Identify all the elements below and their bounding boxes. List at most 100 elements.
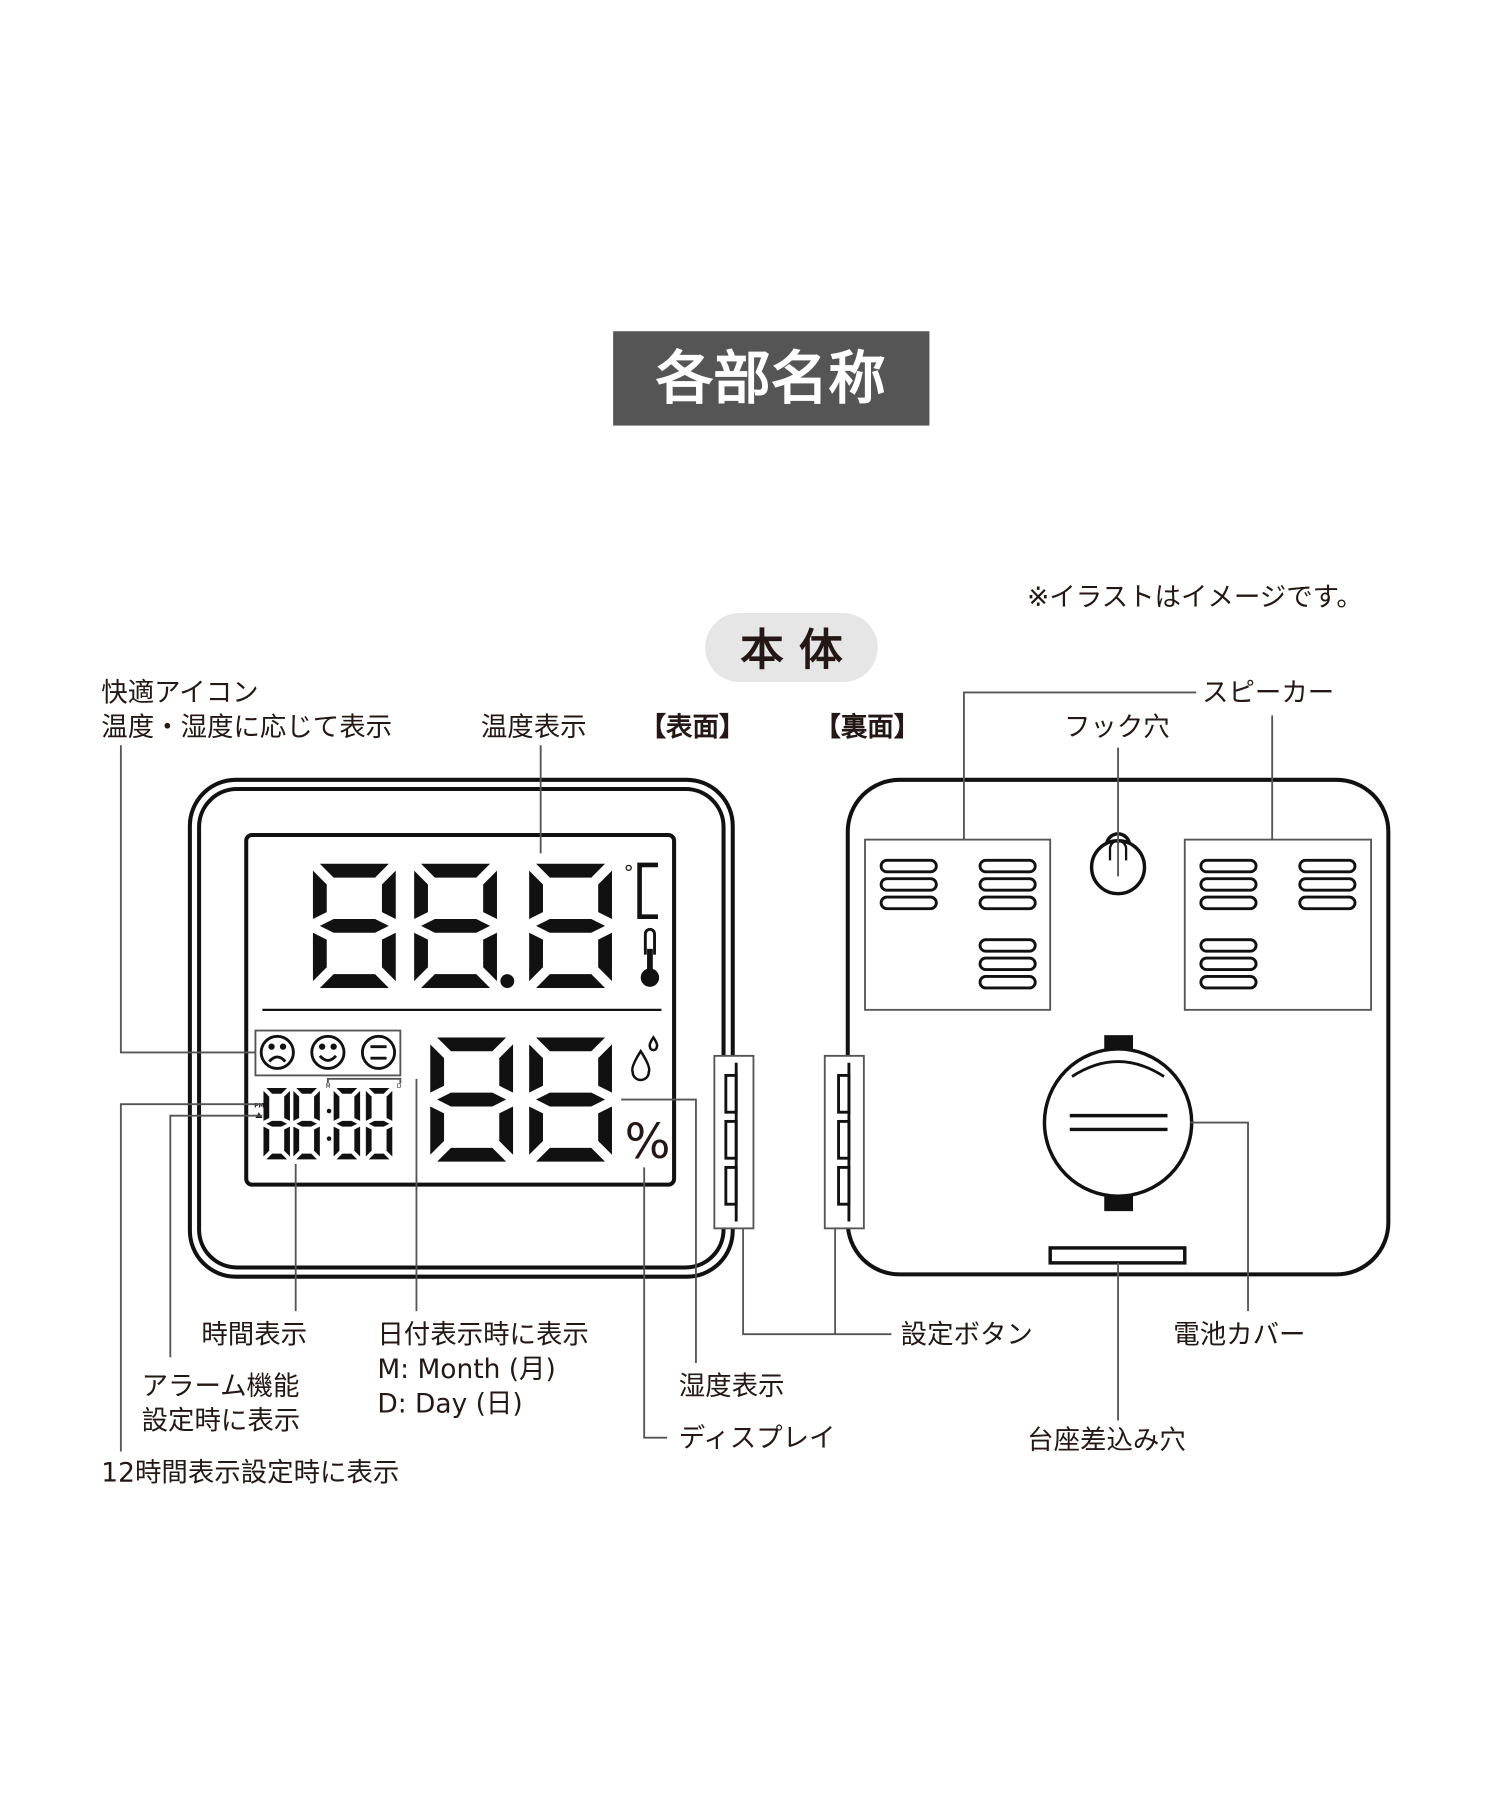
speaker-slot — [978, 895, 1037, 911]
lcd-segment — [421, 974, 491, 988]
lcd-segment — [354, 1090, 361, 1121]
speaker-left — [864, 838, 1052, 1011]
lcd-segment — [499, 1106, 514, 1155]
speaker-slot — [1298, 858, 1357, 874]
front-setting-buttons[interactable] — [724, 1062, 738, 1222]
lcd-segment — [529, 870, 543, 919]
lcd-segment — [381, 932, 396, 982]
back-side-buttons-box — [823, 1054, 865, 1230]
lcd-segment — [266, 1153, 288, 1160]
speaker-slot — [978, 938, 1037, 953]
speaker-slot — [978, 975, 1037, 990]
label-hook-hole: フック穴 — [1064, 712, 1170, 743]
smile-face-icon — [310, 1034, 346, 1070]
lcd-segment — [296, 1153, 317, 1160]
pm-indicator: PM — [254, 1104, 264, 1110]
speaker-slot — [879, 877, 938, 892]
lcd-segment — [598, 1106, 612, 1155]
lcd-segment — [319, 974, 389, 988]
label-display: ディスプレイ — [679, 1423, 836, 1454]
leader-lines — [119, 691, 1274, 1452]
time-colon-dot — [326, 1136, 332, 1141]
illustration-note: ※イラストはイメージです。 — [1027, 582, 1363, 613]
speaker-slot — [1199, 895, 1258, 911]
back-body — [823, 777, 1391, 1277]
page-title: 各部名称 — [656, 345, 886, 412]
speaker-slot — [978, 877, 1037, 892]
lcd-segment — [437, 1037, 507, 1052]
lcd-segment — [421, 863, 491, 878]
speaker-slot — [1298, 877, 1357, 892]
speaker-slot — [1298, 895, 1357, 911]
speaker-slot — [879, 858, 938, 874]
lcd-segment — [365, 1126, 372, 1157]
speaker-right — [1183, 838, 1373, 1011]
lcd-segment — [354, 1126, 361, 1157]
lcd-segment — [598, 1044, 612, 1093]
speaker-slot — [1199, 858, 1258, 874]
lcd-segment — [284, 1090, 290, 1121]
label-date-3: D: Day (日) — [377, 1388, 522, 1419]
lcd-segment — [529, 1044, 543, 1093]
water-drop-icon — [631, 1035, 659, 1082]
lcd-segment — [437, 1147, 507, 1162]
lcd-segment — [414, 932, 428, 982]
lcd-segment — [536, 1092, 606, 1107]
lcd-segment — [266, 1088, 288, 1094]
battery-cover[interactable] — [1042, 1035, 1194, 1212]
decimal-point — [500, 974, 515, 988]
label-temperature-display: 温度表示 — [481, 712, 587, 743]
label-comfort-icon-1: 快適アイコン — [101, 678, 258, 709]
lcd-segment — [312, 870, 327, 919]
lcd-segment — [333, 1090, 340, 1121]
lcd-segment — [293, 1126, 300, 1157]
temperature-digits — [312, 863, 612, 988]
degree-symbol: ° — [623, 861, 633, 885]
month-marker: M — [326, 1084, 331, 1090]
lcd-segment — [336, 1120, 358, 1127]
lcd-segment — [499, 1044, 514, 1093]
back-setting-buttons[interactable] — [837, 1062, 851, 1222]
section-badge-bg — [705, 613, 878, 683]
lcd-segment — [319, 918, 389, 933]
lcd-segment — [333, 1126, 340, 1157]
lcd-segment — [483, 870, 497, 919]
lcd-segment — [483, 932, 497, 982]
speaker-slot — [879, 895, 938, 911]
title-banner — [613, 331, 930, 426]
lcd-segment — [296, 1088, 317, 1094]
lcd-segment — [536, 974, 606, 988]
lcd-segment — [336, 1153, 358, 1160]
lcd-segment — [437, 1092, 507, 1107]
lcd-segment — [314, 1126, 320, 1157]
label-front-view: 【表面】 — [640, 712, 746, 743]
lcd-segment — [293, 1090, 300, 1121]
lcd-segment — [336, 1088, 358, 1094]
stand-slot — [1048, 1246, 1187, 1265]
front-side-buttons-box — [713, 1054, 755, 1230]
label-12-hour: 12時間表示設定時に表示 — [101, 1457, 399, 1488]
lcd-segment — [430, 1106, 445, 1155]
lcd-segment — [536, 1037, 606, 1052]
label-back-view: 【裏面】 — [814, 712, 920, 743]
lcd-segment — [536, 1147, 606, 1162]
lcd-segment — [319, 863, 389, 878]
label-setting-buttons: 設定ボタン — [901, 1319, 1033, 1350]
label-time-display: 時間表示 — [201, 1319, 307, 1350]
speaker-slot — [978, 956, 1037, 972]
lcd-display — [244, 833, 677, 1187]
section-badge: 本 体 — [740, 625, 843, 676]
sad-face-icon — [259, 1034, 295, 1070]
lcd-segment — [296, 1120, 317, 1127]
label-speaker: スピーカー — [1202, 678, 1334, 709]
speaker-slot — [1199, 956, 1258, 972]
lcd-segment — [314, 1090, 320, 1121]
label-alarm-1: アラーム機能 — [142, 1371, 300, 1402]
speaker-slot — [978, 858, 1037, 874]
time-digits — [263, 1088, 393, 1160]
lcd-segment — [381, 870, 396, 919]
day-marker: D — [397, 1084, 402, 1090]
speaker-slot — [1199, 938, 1258, 953]
label-comfort-icon-2: 温度・湿度に応じて表示 — [101, 712, 392, 743]
lcd-segment — [312, 932, 327, 982]
